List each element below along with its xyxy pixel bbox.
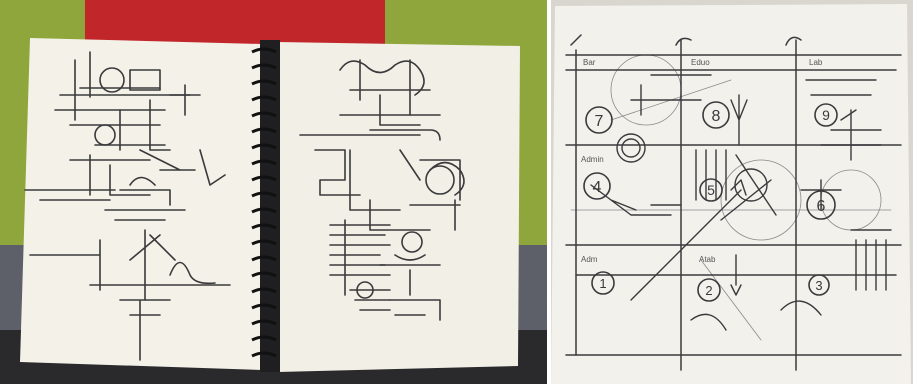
room-label-bar: Bar <box>583 58 596 67</box>
room-label-lab: Lab <box>809 58 823 67</box>
right-sketchbook-page <box>278 42 520 372</box>
svg-text:4: 4 <box>593 179 602 196</box>
floorplan-illustration: Bar Eduo Lab Admin Adm Atab 7 8 9 4 <box>551 0 913 384</box>
svg-text:8: 8 <box>712 108 721 125</box>
svg-text:1: 1 <box>599 276 606 291</box>
floorplan-paper <box>551 4 911 384</box>
svg-text:3: 3 <box>815 278 822 293</box>
room-label-admin: Admin <box>581 155 604 164</box>
svg-text:7: 7 <box>595 113 604 130</box>
floorplan-sketch-photo: Bar Eduo Lab Admin Adm Atab 7 8 9 4 <box>551 0 913 384</box>
room-label-adm: Adm <box>581 255 598 264</box>
room-label-atab: Atab <box>699 255 716 264</box>
room-label-eduo: Eduo <box>691 58 710 67</box>
sketchbook-photo <box>0 0 547 384</box>
svg-text:5: 5 <box>707 182 715 198</box>
red-card <box>85 0 385 45</box>
svg-text:2: 2 <box>705 283 712 298</box>
svg-text:9: 9 <box>822 107 830 123</box>
sketchbook-illustration <box>0 0 547 384</box>
svg-text:6: 6 <box>817 198 826 215</box>
